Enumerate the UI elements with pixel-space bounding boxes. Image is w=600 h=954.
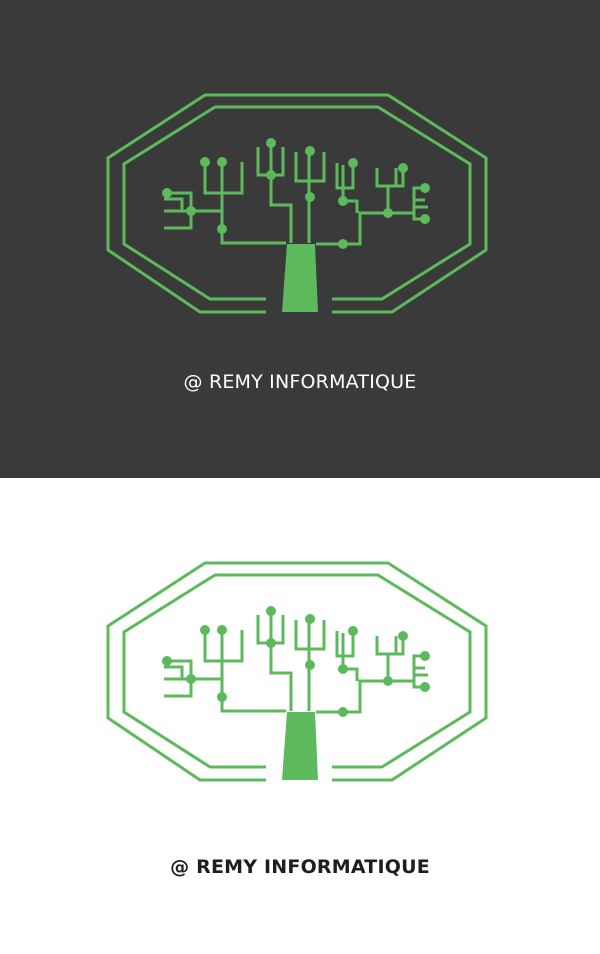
brand-caption: @ REMY INFORMATIQUE xyxy=(183,371,417,393)
tree-circuit-logo-icon xyxy=(0,0,600,340)
dark-logo-panel: @ REMY INFORMATIQUE xyxy=(0,0,600,478)
tree-circuit-logo-icon xyxy=(0,478,600,808)
brand-caption: @ REMY INFORMATIQUE xyxy=(170,856,430,878)
light-logo-panel: @ REMY INFORMATIQUE xyxy=(0,478,600,954)
